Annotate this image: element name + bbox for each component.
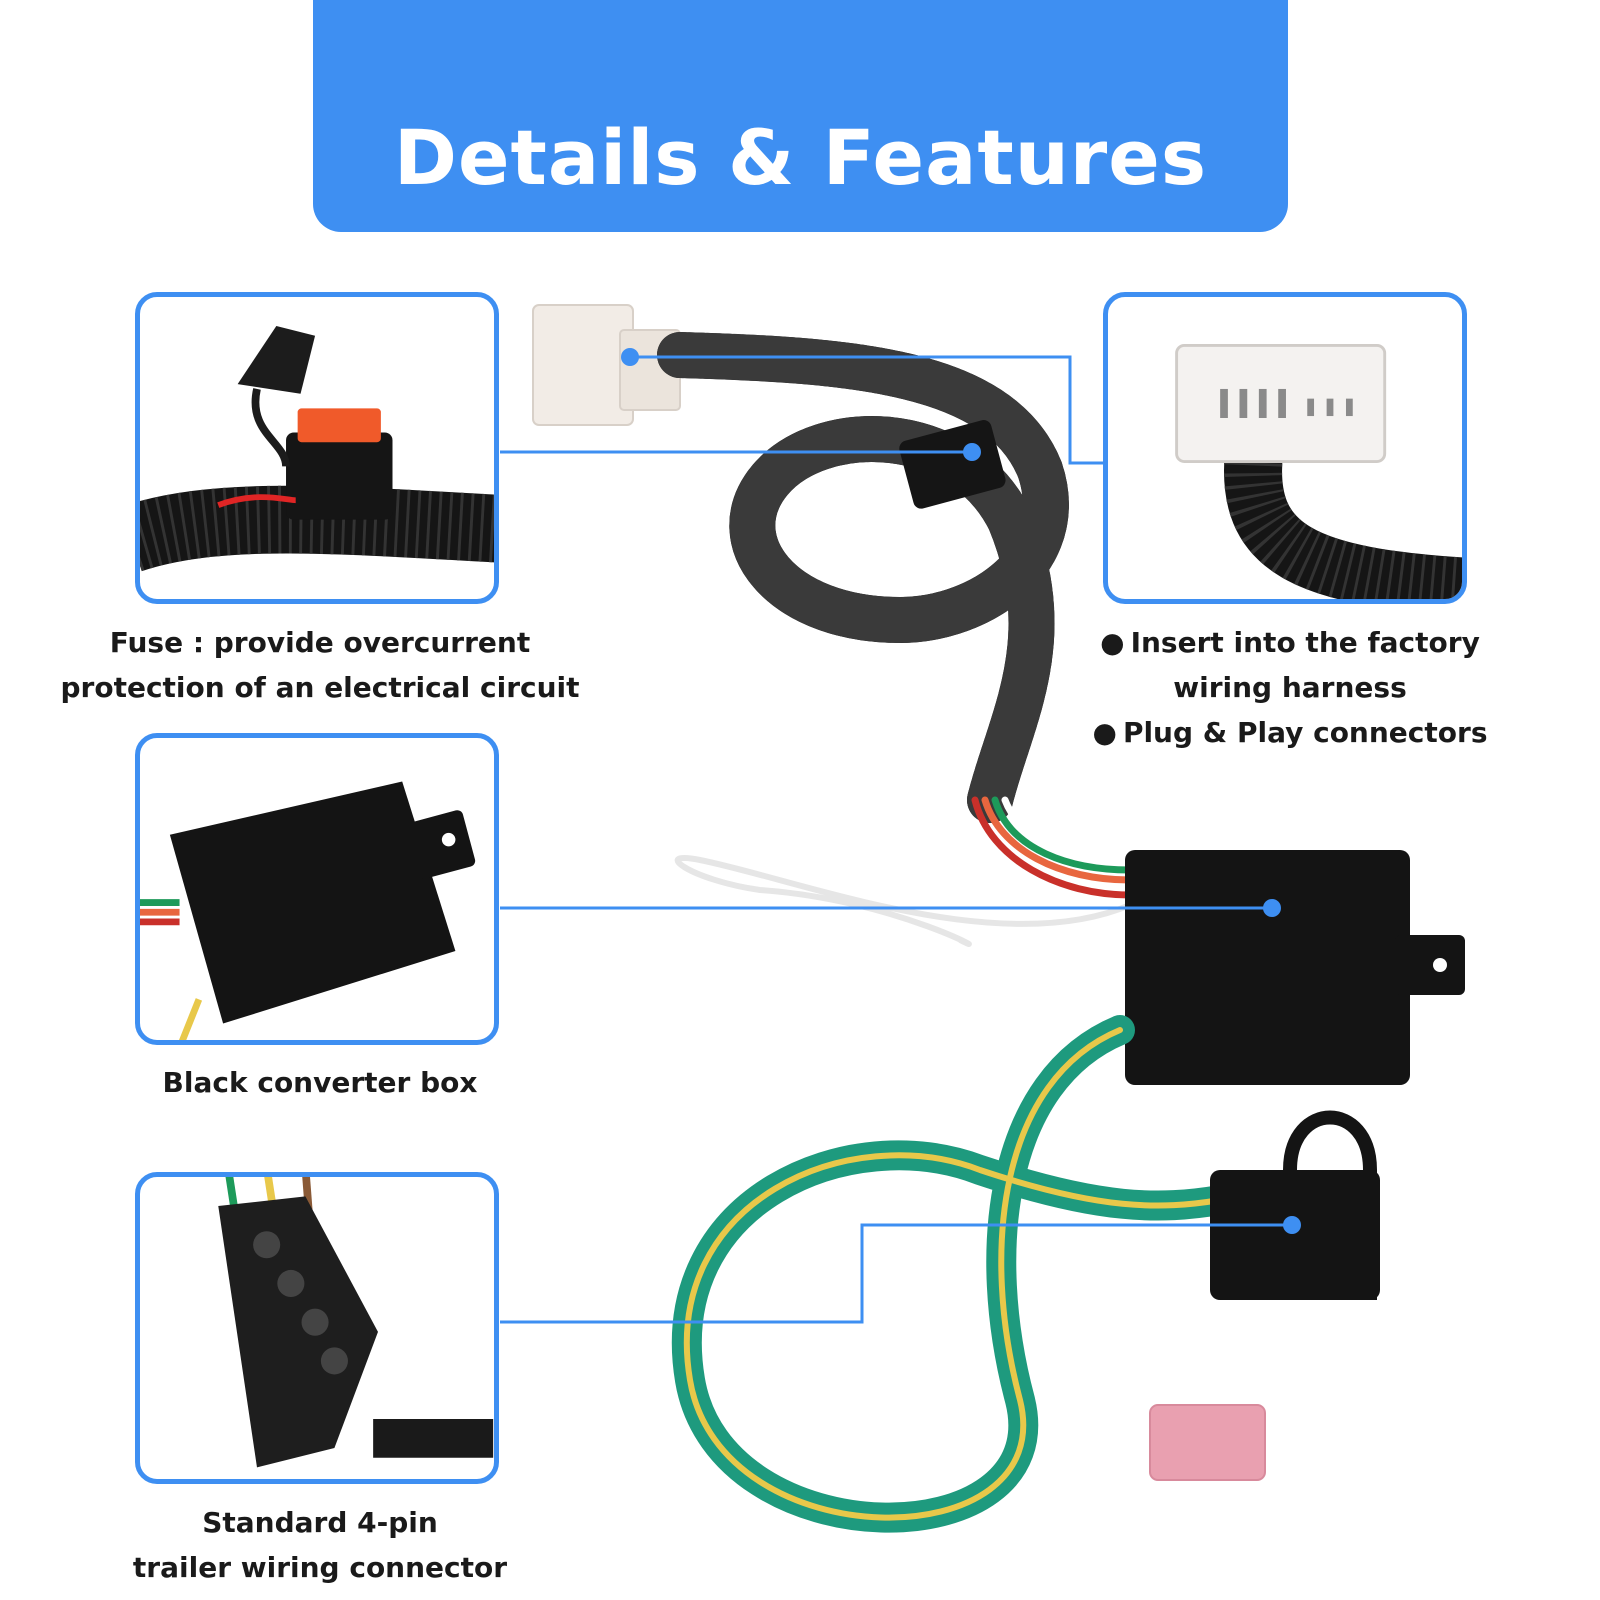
factory-connector-caption-line: ●Plug & Play connectors	[1092, 716, 1488, 749]
converter-box-detail-image	[140, 781, 476, 1040]
factory-connector-caption: ●Insert into the factory wiring harness …	[1030, 620, 1550, 755]
fuse-detail-panel	[135, 292, 499, 604]
trailer-connector-caption: Standard 4-pin trailer wiring connector	[60, 1500, 580, 1590]
trailer-connector-caption-line: trailer wiring connector	[132, 1551, 508, 1584]
converter-box-image	[1125, 850, 1465, 1085]
page-title: Details & Features	[393, 113, 1208, 202]
factory-connector-caption-line: wiring harness	[1173, 671, 1407, 704]
callout-lines	[500, 348, 1301, 1324]
harness-wires-image	[971, 796, 1134, 899]
callout-line-factory-connector	[630, 355, 1103, 465]
factory-connector-image	[1175, 343, 1462, 599]
factory-plug-image	[532, 304, 681, 426]
converter-box-panel	[135, 733, 499, 1045]
fuse-holder-image	[899, 420, 1006, 509]
converter-box-caption: Black converter box	[60, 1060, 580, 1105]
flat-cable-image	[671, 1015, 1235, 1533]
ground-wire-image	[674, 854, 1132, 947]
callout-line-trailer	[500, 1223, 1292, 1324]
spare-fuse-image	[1149, 1404, 1266, 1481]
converter-box-caption-line: Black converter box	[162, 1066, 478, 1099]
fuse-caption: Fuse : provide overcurrent protection of…	[60, 620, 580, 710]
trailer-plug-image	[1210, 1110, 1380, 1300]
trailer-connector-detail-image	[218, 1177, 494, 1468]
trailer-connector-caption-line: Standard 4-pin	[202, 1506, 438, 1539]
factory-connector-caption-line: ●Insert into the factory	[1100, 626, 1480, 659]
header-banner: Details & Features	[313, 0, 1288, 232]
fuse-caption-line: Fuse : provide overcurrent	[109, 626, 531, 659]
fuse-caption-line: protection of an electrical circuit	[60, 671, 580, 704]
corrugated-harness-image	[657, 332, 1069, 823]
factory-connector-panel	[1103, 292, 1467, 604]
fuse-detail-image	[140, 326, 494, 572]
trailer-connector-panel	[135, 1172, 499, 1484]
